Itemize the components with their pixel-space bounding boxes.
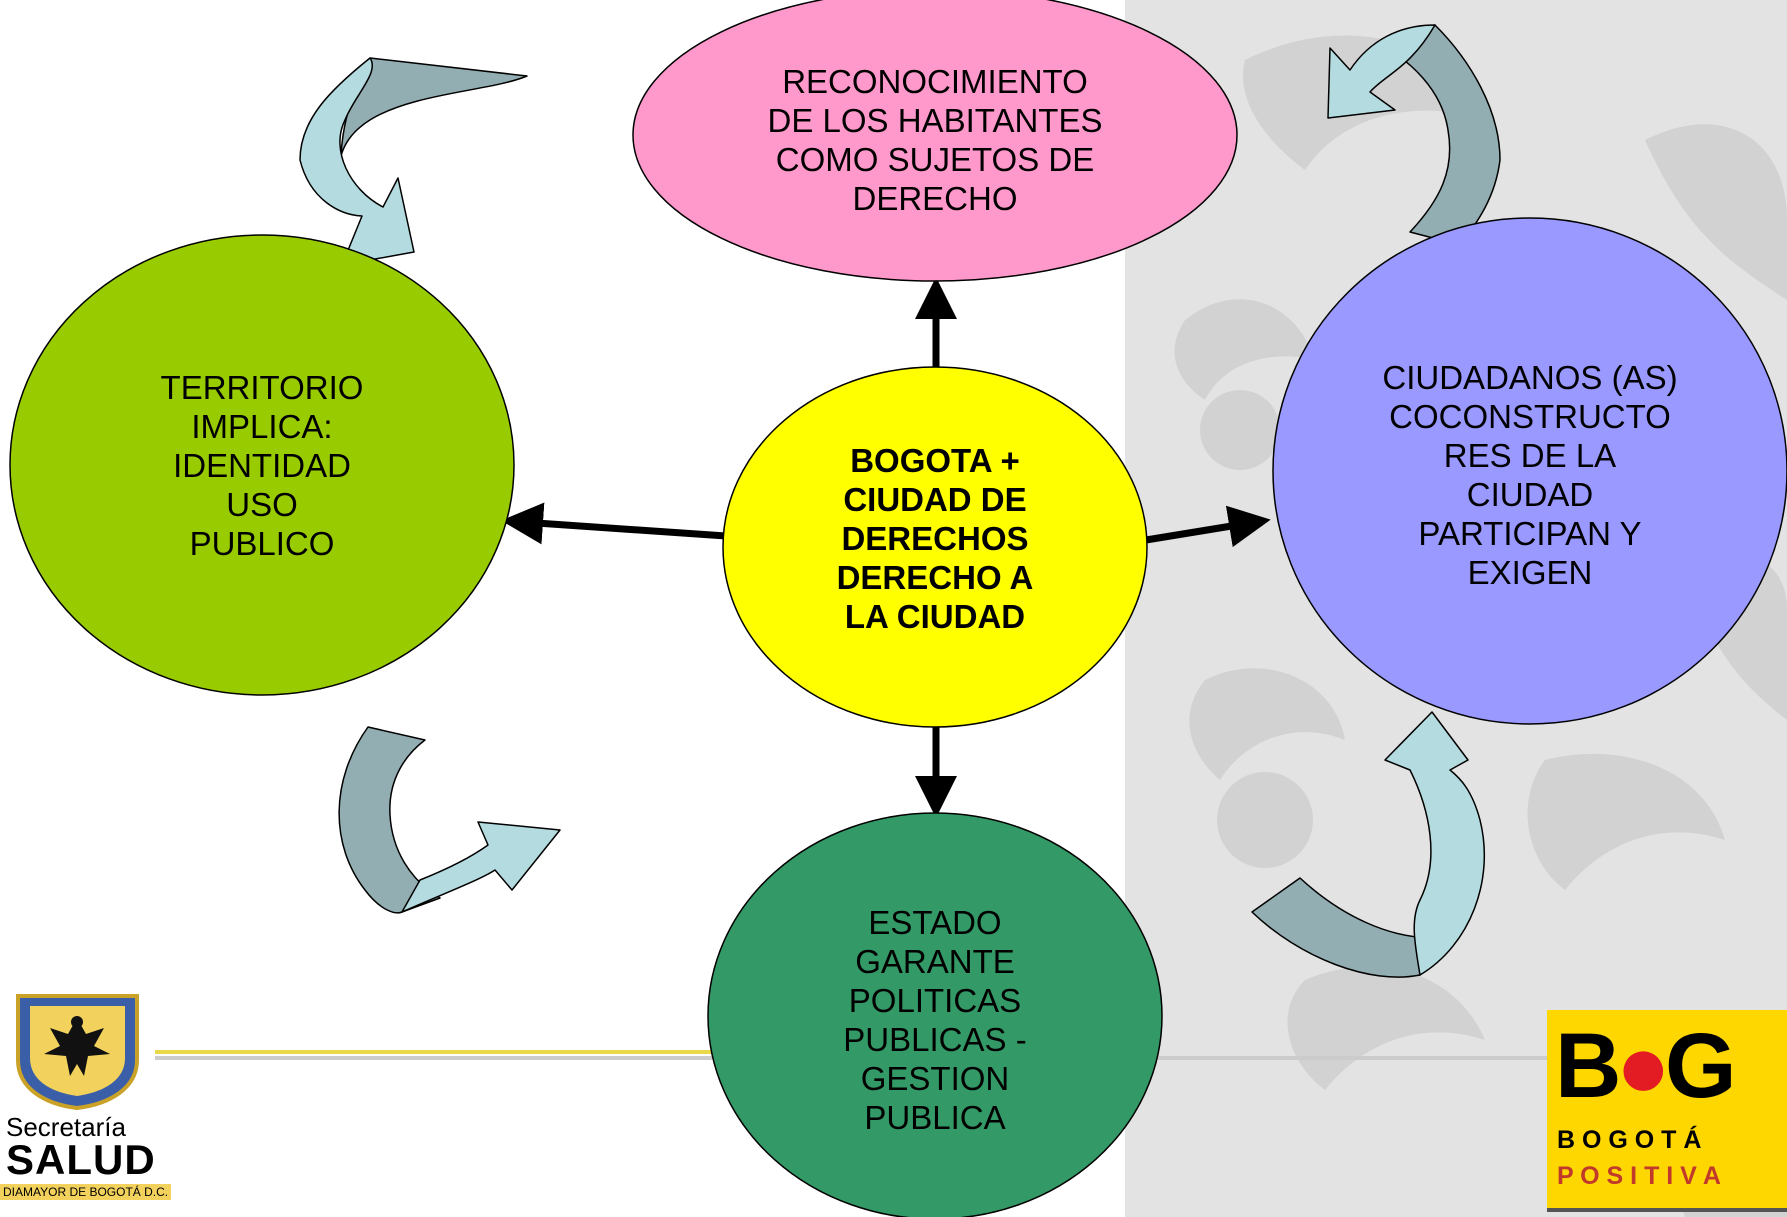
- curved-arrow-bottom-left: [338, 726, 561, 914]
- arrow-left: [501, 502, 727, 545]
- coat-of-arms-icon: [16, 994, 139, 1110]
- node-right-ellipse: [1272, 217, 1787, 725]
- node-top-label: RECONOCIMIENTO DE LOS HABITANTES COMO SU…: [767, 63, 1103, 217]
- node-bottom-ellipse: [707, 812, 1163, 1217]
- node-center-ellipse: [722, 366, 1148, 728]
- curved-arrow-bottom-right: [1251, 711, 1486, 978]
- positiva-label: P O S I T I V A: [1557, 1162, 1721, 1190]
- node-bottom-label: ESTADO GARANTE POLITICAS PUBLICAS - GEST…: [843, 904, 1027, 1136]
- node-left-ellipse: [9, 234, 515, 696]
- connector-arrows: [501, 277, 1271, 818]
- alcaldia-label: DIAMAYOR DE BOGOTÁ D.C.: [0, 1184, 172, 1200]
- node-top-ellipse: [632, 0, 1238, 282]
- secretaria-label: Secretaría: [6, 1112, 126, 1142]
- node-center-label: BOGOTA + CIUDAD DE DERECHOS DERECHO A LA…: [836, 441, 1034, 635]
- salud-label: SALUD: [6, 1136, 156, 1183]
- bog-brand-mark: B●G: [1555, 1015, 1737, 1117]
- node-right-label: CIUDADANOS (AS) COCONSTRUCTO RES DE LA C…: [1382, 359, 1678, 591]
- secretaria-salud-logo: Secretaría SALUD DIAMAYOR DE BOGOTÁ D.C.: [0, 990, 200, 1217]
- curved-arrow-top-right: [1327, 24, 1501, 246]
- bogota-label: B O G O T Á: [1557, 1126, 1702, 1154]
- arrow-right: [1145, 505, 1271, 548]
- node-left-label: TERRITORIO IMPLICA: IDENTIDAD USO PUBLIC…: [160, 368, 364, 562]
- bogota-positiva-logo: B●G B O G O T Á P O S I T I V A: [1547, 1010, 1787, 1212]
- curved-arrow-top-left: [299, 57, 528, 266]
- curved-arrows: [299, 24, 1501, 978]
